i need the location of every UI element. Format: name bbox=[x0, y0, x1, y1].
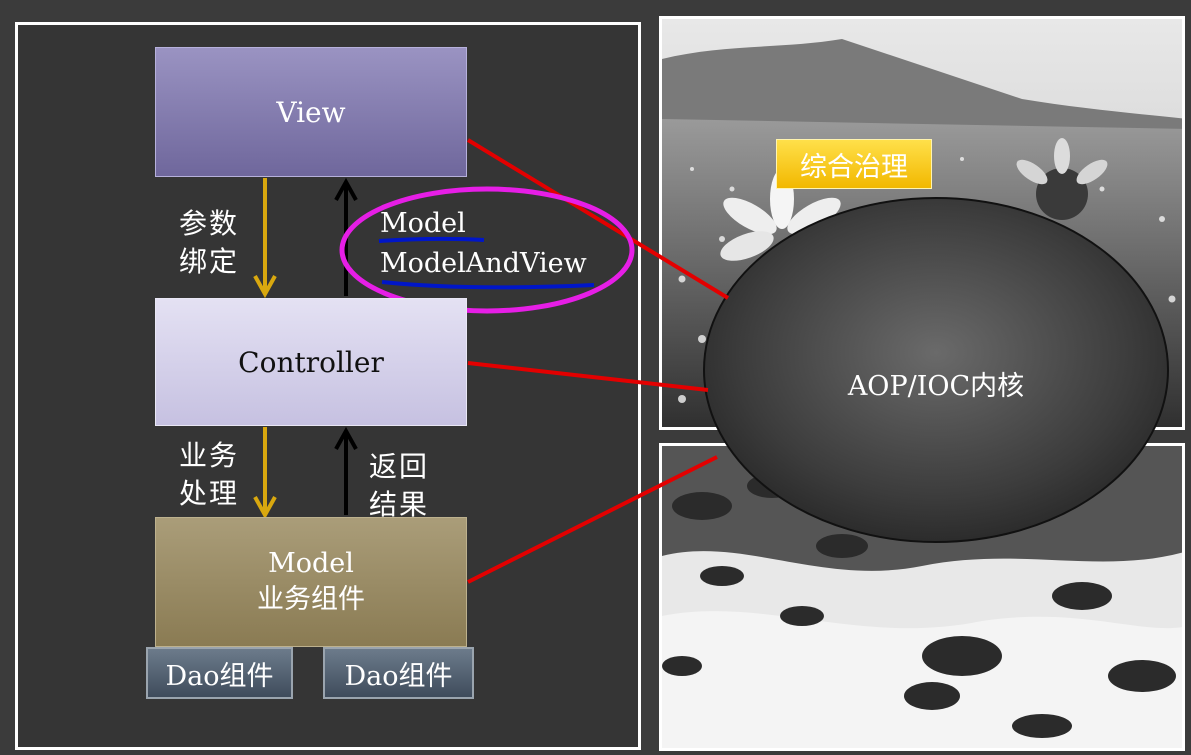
dao-component-2-label: Dao组件 bbox=[344, 660, 453, 692]
model-subtitle: 业务组件 bbox=[257, 584, 365, 615]
return-result-label: 返回 结果 bbox=[369, 450, 430, 521]
controller-connector-line bbox=[467, 361, 709, 392]
governance-label: 综合治理 bbox=[800, 151, 908, 183]
view-label: View bbox=[276, 95, 346, 129]
controller-box: Controller bbox=[155, 298, 467, 426]
modelandview-label: ModelAndView bbox=[380, 248, 587, 279]
dao-component-1-label: Dao组件 bbox=[165, 660, 274, 692]
param-binding-arrow bbox=[253, 178, 277, 299]
view-box: View bbox=[155, 47, 467, 177]
dao-component-2: Dao组件 bbox=[323, 647, 474, 699]
model-box: Model 业务组件 bbox=[155, 517, 467, 647]
modelandview-highlight-ellipse bbox=[339, 186, 635, 314]
controller-label: Controller bbox=[238, 345, 384, 379]
model-title: Model bbox=[268, 547, 354, 579]
modelandview-underline bbox=[381, 280, 595, 290]
return-result-arrow bbox=[334, 426, 358, 515]
dao-component-1: Dao组件 bbox=[146, 647, 293, 699]
param-binding-label: 参数 绑定 bbox=[179, 207, 240, 278]
model-underline bbox=[378, 236, 485, 243]
view-connector-line bbox=[466, 138, 730, 300]
business-process-label: 业务 处理 bbox=[179, 439, 240, 510]
business-process-arrow bbox=[253, 427, 277, 520]
model-return-label: Model bbox=[380, 208, 466, 239]
kernel-ellipse bbox=[703, 197, 1169, 543]
kernel-label: AOP/IOC内核 bbox=[847, 371, 1025, 402]
model-connector-line bbox=[467, 455, 718, 584]
governance-badge: 综合治理 bbox=[776, 139, 932, 189]
